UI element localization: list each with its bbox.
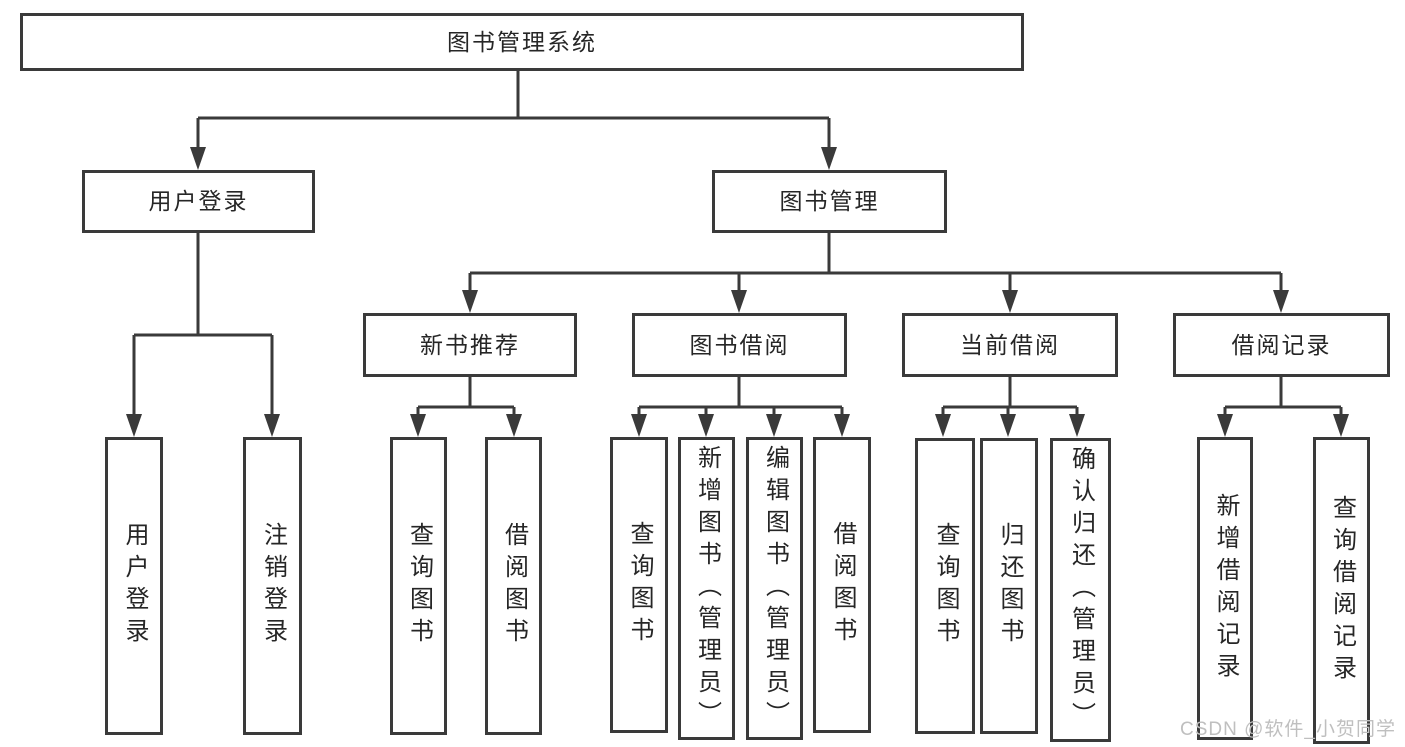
leaf-newbook-borrow-books: 借阅图书 — [485, 437, 542, 735]
node-root: 图书管理系统 — [20, 13, 1024, 71]
leaf-user-login: 用户登录 — [105, 437, 163, 735]
watermark: CSDN @软件_小贺同学 — [1180, 719, 1396, 740]
leaf-borrowing-edit-books-admin: 编辑图书（管理员） — [746, 437, 803, 740]
node-book-management: 图书管理 — [712, 170, 947, 233]
node-borrowing-records: 借阅记录 — [1173, 313, 1390, 377]
leaf-logout: 注销登录 — [243, 437, 302, 735]
node-book-borrowing: 图书借阅 — [632, 313, 847, 377]
node-new-book-recommend: 新书推荐 — [363, 313, 577, 377]
leaf-current-return-books: 归还图书 — [980, 438, 1038, 734]
leaf-borrowing-query-books: 查询图书 — [610, 437, 668, 733]
leaf-current-confirm-return-admin: 确认归还（管理员） — [1050, 438, 1111, 742]
node-current-borrowing: 当前借阅 — [902, 313, 1118, 377]
leaf-current-query-books: 查询图书 — [915, 438, 975, 734]
leaf-borrowing-borrow-books: 借阅图书 — [813, 437, 871, 733]
leaf-newbook-query-books: 查询图书 — [390, 437, 447, 735]
node-user-login: 用户登录 — [82, 170, 315, 233]
leaf-borrowing-add-books-admin: 新增图书（管理员） — [678, 437, 735, 740]
leaf-records-query-record: 查询借阅记录 — [1313, 437, 1370, 744]
leaf-records-add-record: 新增借阅记录 — [1197, 437, 1253, 740]
